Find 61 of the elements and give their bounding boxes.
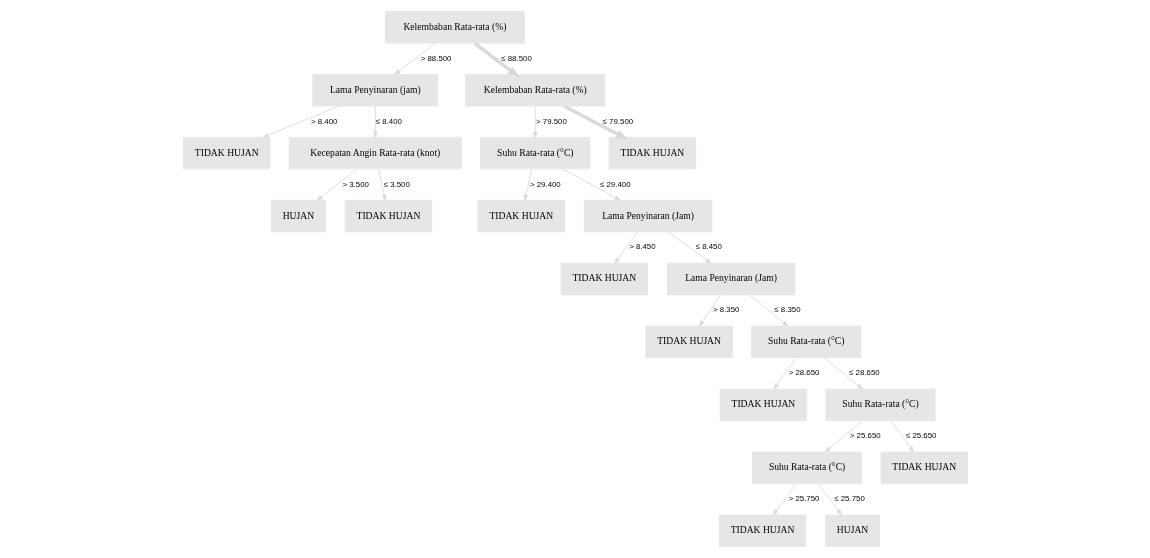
edge-label: ≤ 25.750 (833, 494, 865, 504)
arrow (823, 357, 863, 390)
arrow (824, 420, 863, 453)
edge-label: ≤ 8.400 (375, 116, 402, 126)
node-box: TIDAK HUJAN (608, 136, 696, 170)
arrow (377, 168, 386, 201)
edge-label: ≤ 8.350 (773, 305, 801, 315)
arrow (890, 420, 914, 453)
arrow (698, 294, 721, 327)
arrow (614, 231, 638, 264)
arrow (772, 483, 797, 516)
node-box: Suhu Rata-rata (°C) (750, 325, 861, 359)
edge-label: > 79.500 (535, 116, 567, 126)
node-box: Lama Penyinaran (jam) (311, 74, 438, 107)
arrow (316, 168, 357, 201)
node-box: HUJAN (270, 199, 326, 233)
edge-label: > 25.750 (788, 494, 819, 504)
arrow (772, 357, 796, 390)
arrow (372, 105, 378, 138)
node-box: Kecepatan Angin Rata-rata (knot) (288, 136, 462, 170)
arrow (523, 168, 532, 201)
arrow (561, 168, 621, 201)
edge-label: ≤ 8.450 (695, 242, 722, 252)
edge-label: > 3.500 (341, 179, 369, 189)
node-box: TIDAK HUJAN (344, 199, 432, 233)
edge-label: ≤ 88.500 (500, 53, 532, 63)
edge-label: ≤ 25.650 (905, 431, 936, 441)
arrow (667, 231, 711, 264)
edge-label: ≤ 28.650 (848, 368, 880, 378)
edge-label: > 28.650 (788, 368, 819, 378)
node-box: Lama Penyinaran (Jam) (583, 199, 712, 233)
arrow (532, 105, 538, 138)
edge-label: > 8.350 (712, 305, 739, 315)
node-box: TIDAK HUJAN (560, 262, 648, 296)
node-box: TIDAK HUJAN (182, 136, 270, 170)
edge-label: > 29.400 (529, 179, 561, 189)
arrow (817, 483, 842, 516)
node-box: Lama Penyinaran (Jam) (666, 262, 795, 296)
node-box: TIDAK HUJAN (644, 325, 733, 359)
edge-label: > 8.400 (310, 116, 337, 126)
node-box: Suhu Rata-rata (°C) (479, 136, 590, 170)
edge-label: > 88.500 (420, 53, 451, 63)
node-box: TIDAK HUJAN (880, 451, 968, 484)
node-box: HUJAN (824, 514, 880, 547)
node-box: TIDAK HUJAN (477, 199, 565, 233)
arrow (562, 104, 628, 140)
edge-label: ≤ 29.400 (599, 179, 631, 189)
edge-label: ≤ 3.500 (383, 179, 410, 189)
node-box: Kelembaban Rata-rata (%) (384, 11, 525, 44)
edge-label: > 8.450 (628, 242, 656, 252)
node-box: Kelembaban Rata-rata (%) (464, 74, 605, 107)
arrow (748, 294, 788, 327)
node-box: Suhu Rata-rata (°C) (751, 451, 862, 484)
edge-label: > 25.650 (849, 431, 881, 441)
arrow (393, 42, 436, 75)
node-box: TIDAK HUJAN (719, 388, 807, 422)
arrow (473, 41, 520, 78)
arrow (262, 105, 339, 138)
node-box: TIDAK HUJAN (718, 514, 806, 547)
edge-label: ≤ 79.500 (602, 116, 633, 126)
node-box: Suhu Rata-rata (°C) (824, 388, 936, 422)
